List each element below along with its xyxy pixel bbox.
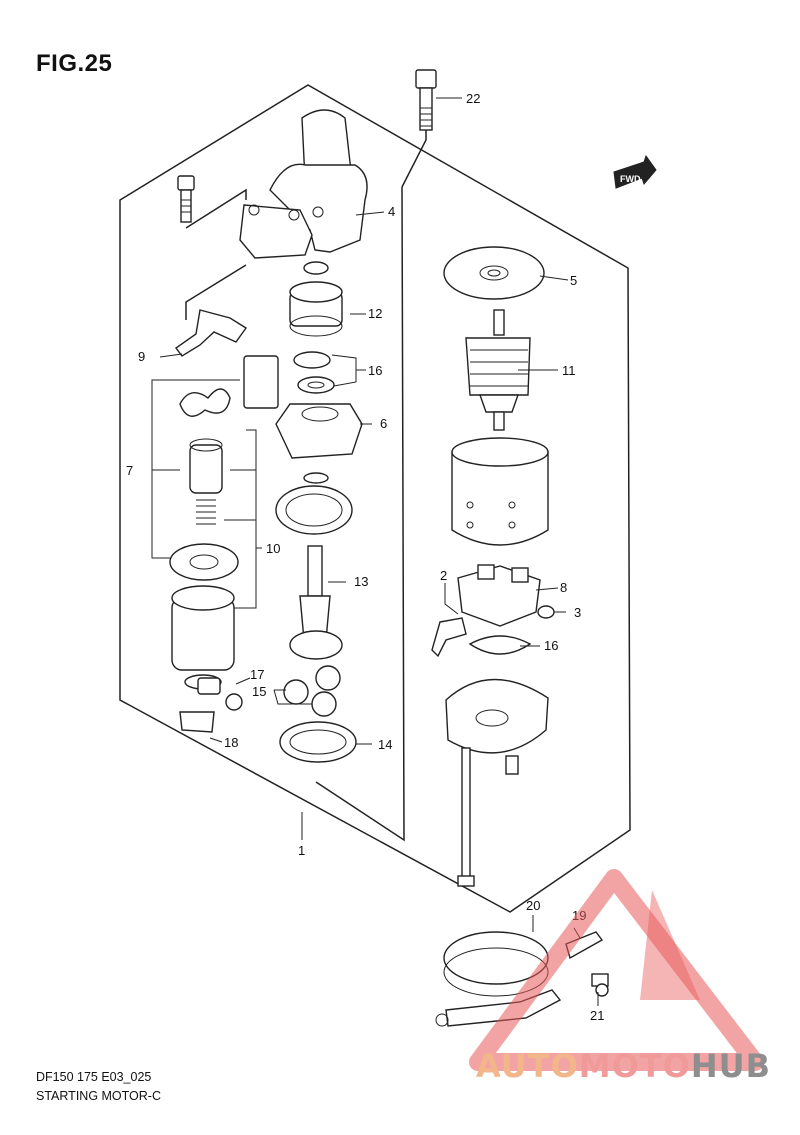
- assembly-frame: [119, 84, 631, 913]
- watermark-triangle-inner: [640, 890, 700, 1000]
- inner-bracket-top: [401, 130, 427, 188]
- pinion-12-part: [289, 261, 343, 337]
- bracket-6-part: [275, 403, 363, 484]
- bolt-22-part: [415, 69, 437, 131]
- clamp-18-part: [179, 711, 215, 733]
- callout-12: 12: [368, 306, 382, 321]
- fwd-label: FWD: [620, 174, 641, 184]
- callout-17: 17: [250, 667, 264, 682]
- callout-22: 22: [466, 91, 480, 106]
- callout-21: 21: [590, 1008, 604, 1023]
- callout-15: 15: [252, 684, 266, 699]
- bolt-bracket: [185, 188, 247, 229]
- callout-10: 10: [266, 541, 280, 556]
- bolt-left-part: [177, 175, 195, 223]
- callout-8: 8: [560, 580, 567, 595]
- callout-11: 11: [562, 363, 576, 378]
- callout-20: 20: [526, 898, 540, 913]
- plate-5-part: [443, 246, 545, 300]
- callout-16-lower: 16: [544, 638, 558, 653]
- callout-1: 1: [298, 843, 305, 858]
- ring-gear-14-part: [279, 721, 357, 763]
- callout-7: 7: [126, 463, 133, 478]
- inner-bracket: [315, 186, 405, 842]
- callout-5: 5: [570, 273, 577, 288]
- plate-16-part: [468, 635, 532, 655]
- brush-holder-8-part: [431, 564, 541, 658]
- callout-9: 9: [138, 349, 145, 364]
- gasket-part: [275, 485, 353, 535]
- callout-2: 2: [440, 568, 447, 583]
- watermark-moto: MOTO: [578, 1047, 691, 1085]
- diagram-caption: DF150 175 E03_025 STARTING MOTOR-C: [36, 1068, 161, 1106]
- callout-4: 4: [388, 204, 395, 219]
- screw-21-part: [591, 973, 609, 997]
- caption-model: DF150 175 E03_025: [36, 1070, 152, 1084]
- fwd-indicator: FWD: [613, 154, 657, 189]
- solenoid-7-part: [169, 355, 279, 690]
- watermark-hub: HUB: [690, 1047, 772, 1085]
- lower-left-bracket: [185, 264, 247, 320]
- through-bolt-part: [457, 747, 475, 887]
- shaft-13-part: [289, 545, 343, 660]
- callout-3: 3: [574, 605, 581, 620]
- caption-title: STARTING MOTOR-C: [36, 1089, 161, 1103]
- watermark-triangle-outer: [469, 869, 764, 1071]
- end-cover-part: [445, 678, 549, 775]
- leader-lines: [151, 97, 599, 1006]
- callout-18: 18: [224, 735, 238, 750]
- watermark-auto: AUTO: [476, 1047, 579, 1085]
- figure-title: FIG.25: [36, 50, 113, 77]
- armature-11-part: [465, 309, 531, 431]
- yoke-housing-part: [451, 437, 549, 546]
- callout-16-upper: 16: [368, 363, 382, 378]
- watermark-text: AUTOMOTOHUB: [476, 1047, 771, 1085]
- clip-16-part: [293, 351, 335, 394]
- callout-13: 13: [354, 574, 368, 589]
- callout-6: 6: [380, 416, 387, 431]
- lever-9-part: [175, 309, 248, 357]
- housing-4-part: [239, 109, 368, 259]
- callout-14: 14: [378, 737, 392, 752]
- fitting-17-part: [197, 677, 243, 711]
